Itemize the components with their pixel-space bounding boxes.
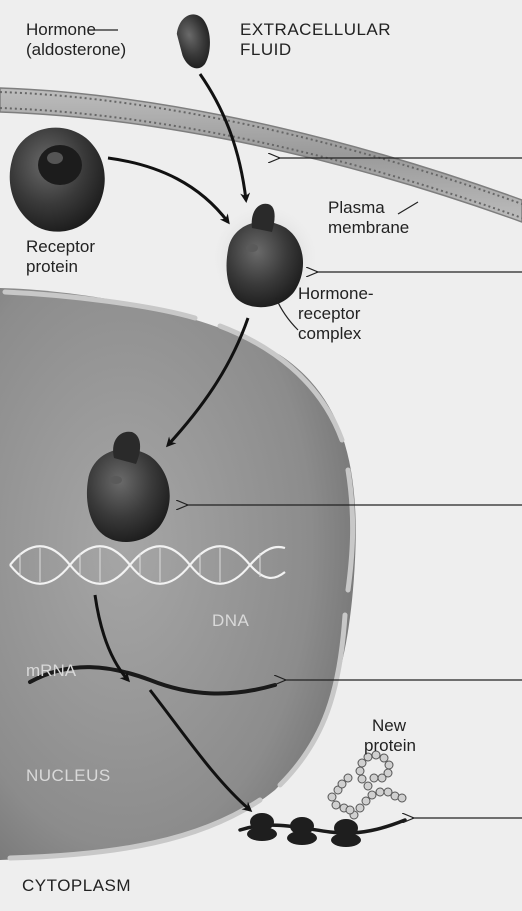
- extracellular-label-line2: FLUID: [240, 40, 292, 60]
- plasma-membrane-label-line2: membrane: [328, 218, 409, 238]
- hormone-molecule: [170, 11, 219, 72]
- dna-label: DNA: [212, 611, 249, 631]
- complex-label-line3: complex: [298, 324, 361, 344]
- receptor-protein: [10, 128, 105, 232]
- new-protein-label-line1: New: [372, 716, 406, 736]
- ribosomes: [247, 813, 361, 847]
- receptor-protein-label-line2: protein: [26, 257, 78, 277]
- receptor-protein-label-line1: Receptor: [26, 237, 95, 257]
- hormone-label: Hormone: [26, 20, 96, 40]
- new-protein-label-line2: protein: [364, 736, 416, 756]
- arrow-receptor-to-complex: [108, 158, 228, 222]
- new-protein-chain: [328, 751, 406, 819]
- extracellular-label-line1: EXTRACELLULAR: [240, 20, 391, 40]
- plasma-membrane-label-line1: Plasma: [328, 198, 385, 218]
- complex-label-line1: Hormone-: [298, 284, 374, 304]
- cytoplasm-label: CYTOPLASM: [22, 876, 131, 896]
- hormone-name-label: (aldosterone): [26, 40, 126, 60]
- mrna-label: mRNA: [26, 661, 76, 681]
- complex-label-line2: receptor: [298, 304, 360, 324]
- nucleus-label: NUCLEUS: [26, 766, 111, 786]
